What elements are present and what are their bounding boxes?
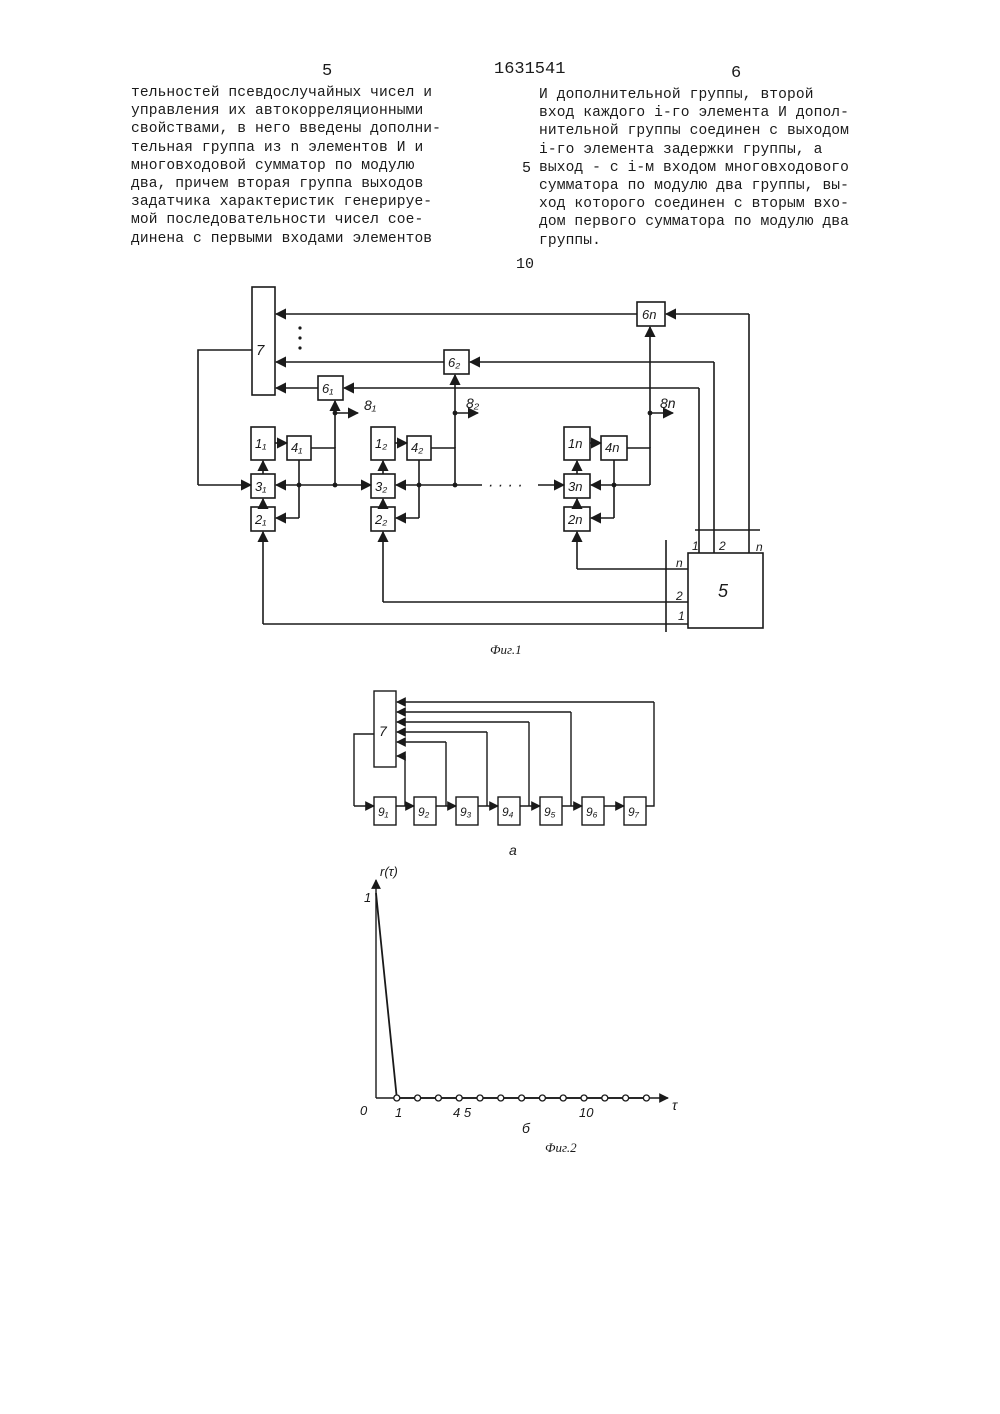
label-2-1: 2₁: [254, 512, 266, 527]
label-block-7: 7: [256, 342, 265, 359]
data-point: [415, 1095, 421, 1101]
series-line: [376, 893, 646, 1098]
y-axis-label: r(τ): [380, 864, 398, 879]
register-label: 9₂: [418, 805, 430, 819]
label-3-2: 3₂: [375, 479, 387, 494]
data-point: [435, 1095, 441, 1101]
origin-label: 0: [360, 1103, 368, 1118]
label-top-n: n: [756, 540, 763, 554]
label-block-5: 5: [718, 581, 729, 601]
register-label: 9₄: [502, 805, 514, 819]
register-label: 9₇: [628, 805, 640, 819]
fig2b-label: б: [522, 1120, 531, 1136]
register-label: 9₆: [586, 805, 598, 819]
label-4-n: 4n: [605, 440, 619, 455]
ellipsis-dots: · · · ·: [488, 477, 523, 494]
data-point: [623, 1095, 629, 1101]
x-axis-label: τ: [672, 1097, 678, 1113]
register-label: 9₃: [460, 805, 472, 819]
figure-2b-chart: [376, 880, 668, 1101]
label-top-1: 1: [692, 539, 699, 553]
register-label: 9₁: [378, 805, 389, 819]
data-point: [477, 1095, 483, 1101]
data-point: [602, 1095, 608, 1101]
label-output-8-1: 8₁: [364, 397, 377, 413]
label-4-1: 4₁: [291, 440, 302, 455]
label-4-2: 4₂: [411, 440, 423, 455]
data-point: [560, 1095, 566, 1101]
data-point: [519, 1095, 525, 1101]
label-2-n: 2n: [567, 512, 582, 527]
data-point: [581, 1095, 587, 1101]
label-3-1: 3₁: [255, 479, 266, 494]
label-2-2: 2₂: [374, 512, 387, 527]
label-6-n: 6n: [642, 307, 656, 322]
block-7: [252, 287, 275, 395]
label-1-n: 1n: [568, 436, 582, 451]
label-6-2: 6₂: [448, 355, 460, 370]
label-block-7-small: 7: [379, 723, 388, 739]
label-input-n: n: [676, 556, 683, 570]
fig1-caption: Фиг.1: [490, 642, 522, 657]
x-tick-label: 1: [395, 1105, 402, 1120]
label-output-8-n: 8n: [660, 395, 676, 411]
label-input-1: 1: [678, 609, 685, 623]
label-3-n: 3n: [568, 479, 582, 494]
label-top-2: 2: [718, 539, 726, 553]
data-point: [456, 1095, 462, 1101]
fig2a-label: а: [509, 842, 517, 858]
fig2-caption: Фиг.2: [545, 1140, 577, 1155]
label-1-1: 1₁: [255, 436, 266, 451]
x-tick-label: 4 5: [453, 1105, 472, 1120]
data-point: [643, 1095, 649, 1101]
x-tick-label: 10: [579, 1105, 594, 1120]
label-input-2: 2: [675, 589, 683, 603]
register-label: 9₅: [544, 805, 556, 819]
label-1-2: 1₂: [375, 436, 387, 451]
data-point: [394, 1095, 400, 1101]
label-6-1: 6₁: [322, 381, 333, 396]
label-output-8-2: 8₂: [466, 395, 480, 411]
data-point: [498, 1095, 504, 1101]
data-point: [539, 1095, 545, 1101]
y-tick-1: 1: [364, 890, 371, 905]
